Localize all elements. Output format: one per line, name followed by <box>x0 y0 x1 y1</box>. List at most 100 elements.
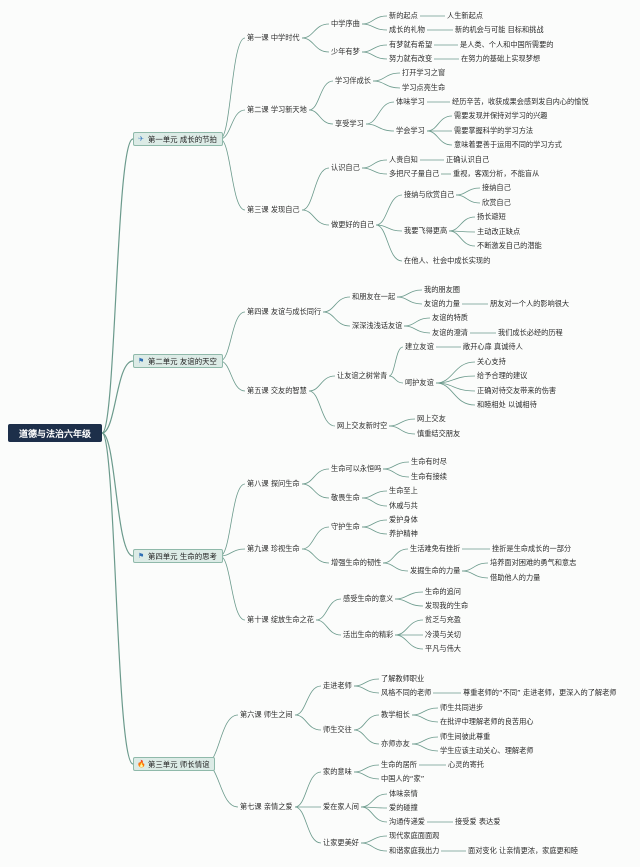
topic-node[interactable]: 守护生命 <box>331 522 360 531</box>
topic-node[interactable]: 做更好的自己 <box>331 220 375 229</box>
topic-node[interactable]: 我要飞得更高 <box>404 226 448 235</box>
topic-node[interactable]: 第七课 亲情之爱 <box>240 802 293 811</box>
topic-node[interactable]: 生命的居所 <box>381 760 417 769</box>
topic-node[interactable]: 接纳自己 <box>482 183 511 192</box>
topic-node[interactable]: 重视，客观分析，不能盲从 <box>453 169 540 178</box>
topic-node[interactable]: 友谊的澄清 <box>432 328 468 337</box>
topic-node[interactable]: 人贵自知 <box>389 155 418 164</box>
topic-node[interactable]: 让家更美好 <box>323 838 359 847</box>
topic-node[interactable]: 挫折是生命成长的一部分 <box>492 544 572 553</box>
topic-node[interactable]: 第八课 探问生命 <box>247 479 300 488</box>
topic-node[interactable]: 多把尺子量自己 <box>389 169 440 178</box>
topic-node[interactable]: 网上交友新时空 <box>337 421 388 430</box>
topic-node[interactable]: 是人类、个人和中国所需要的 <box>460 40 554 49</box>
topic-node[interactable]: 师生交往 <box>323 725 352 734</box>
topic-node[interactable]: 呵护友谊 <box>405 378 434 387</box>
topic-node[interactable]: 让友谊之树常青 <box>337 371 388 380</box>
topic-node[interactable]: 关心支持 <box>477 357 506 366</box>
topic-node[interactable]: 第三课 发现自己 <box>247 205 300 214</box>
topic-node[interactable]: 学会学习 <box>396 126 425 135</box>
topic-node[interactable]: 享受学习 <box>335 119 364 128</box>
topic-node[interactable]: 深深浅浅话友谊 <box>352 321 403 330</box>
topic-node[interactable]: 心灵的寄托 <box>448 760 484 769</box>
topic-node[interactable]: 第二课 学习新天地 <box>247 105 307 114</box>
topic-node[interactable]: 和睦相处 以诚相待 <box>477 400 537 409</box>
topic-node[interactable]: 第四课 友谊与成长同行 <box>247 307 322 316</box>
topic-node[interactable]: 扬长避短 <box>477 212 506 221</box>
topic-node[interactable]: 正确认识自己 <box>446 155 490 164</box>
topic-node[interactable]: 接受爱 表达爱 <box>455 817 501 826</box>
topic-node[interactable]: 需要发现并保持对学习的兴趣 <box>454 111 548 120</box>
unit-4-node[interactable]: ⚑ 第四单元 生命的思考 <box>133 549 223 563</box>
unit-3-node[interactable]: 🔥 第三单元 师长情谊 <box>133 757 216 771</box>
topic-node[interactable]: 在批评中理解老师的良苦用心 <box>440 717 534 726</box>
topic-node[interactable]: 朋友对一个人的影响很大 <box>490 299 570 308</box>
topic-node[interactable]: 给予合理的建议 <box>477 371 528 380</box>
topic-node[interactable]: 慎重结交朋友 <box>417 429 461 438</box>
topic-node[interactable]: 爱护身体 <box>389 515 418 524</box>
topic-node[interactable]: 接纳与欣赏自己 <box>404 190 455 199</box>
unit-1-node[interactable]: ✈ 第一单元 成长的节拍 <box>133 132 223 146</box>
topic-node[interactable]: 和谐家庭我出力 <box>389 846 440 855</box>
topic-node[interactable]: 经历辛苦，收获成果会感到发自内心的愉悦 <box>452 97 589 106</box>
topic-node[interactable]: 生命有接续 <box>411 472 447 481</box>
topic-node[interactable]: 贫乏与充盈 <box>425 615 461 624</box>
topic-node[interactable]: 走进老师 <box>323 681 352 690</box>
topic-node[interactable]: 和朋友在一起 <box>352 292 396 301</box>
topic-node[interactable]: 不断激发自己的潜能 <box>477 241 542 250</box>
topic-node[interactable]: 生命至上 <box>389 486 418 495</box>
topic-node[interactable]: 感受生命的意义 <box>343 594 394 603</box>
topic-node[interactable]: 敞开心扉 真诚待人 <box>463 342 523 351</box>
topic-node[interactable]: 爱的碰撞 <box>389 803 418 812</box>
topic-node[interactable]: 友谊的力量 <box>424 299 460 308</box>
topic-node[interactable]: 爱在家人间 <box>323 802 359 811</box>
topic-node[interactable]: 主动改正缺点 <box>477 227 521 236</box>
topic-node[interactable]: 冷漠与关切 <box>425 630 461 639</box>
topic-node[interactable]: 第九课 珍视生命 <box>247 544 300 553</box>
topic-node[interactable]: 生命有时尽 <box>411 457 447 466</box>
topic-node[interactable]: 新的机会与可能 目标和挑战 <box>455 25 544 34</box>
topic-node[interactable]: 正确对待交友带来的伤害 <box>477 386 557 395</box>
topic-node[interactable]: 在努力的基础上实现梦想 <box>461 54 541 63</box>
topic-node[interactable]: 生命可以永恒吗 <box>331 464 382 473</box>
topic-node[interactable]: 增强生命的韧性 <box>331 558 382 567</box>
topic-node[interactable]: 师生间彼此尊重 <box>440 732 491 741</box>
topic-node[interactable]: 沟通传递爱 <box>389 817 425 826</box>
topic-node[interactable]: 养护精神 <box>389 529 418 538</box>
topic-node[interactable]: 成长的礼物 <box>389 25 425 34</box>
topic-node[interactable]: 学习点亮生命 <box>402 83 446 92</box>
topic-node[interactable]: 教学相长 <box>381 710 410 719</box>
topic-node[interactable]: 培养面对困难的勇气和意志 <box>490 558 577 567</box>
topic-node[interactable]: 网上交友 <box>417 414 446 423</box>
topic-node[interactable]: 亦师亦友 <box>381 739 410 748</box>
topic-node[interactable]: 新的起点 <box>389 11 418 20</box>
topic-node[interactable]: 我们成长必经的历程 <box>498 328 563 337</box>
topic-node[interactable]: 风格不同的老师 <box>381 688 432 697</box>
topic-node[interactable]: 需要掌握科学的学习方法 <box>454 126 534 135</box>
topic-node[interactable]: 借助他人的力量 <box>490 573 541 582</box>
topic-node[interactable]: 我的朋友圈 <box>424 285 460 294</box>
topic-node[interactable]: 第五课 交友的智慧 <box>247 386 307 395</box>
topic-node[interactable]: 生活难免有挫折 <box>410 544 461 553</box>
topic-node[interactable]: 欣赏自己 <box>482 198 511 207</box>
topic-node[interactable]: 敬畏生命 <box>331 493 360 502</box>
root-topic[interactable]: 道德与法治六年级 <box>8 424 102 442</box>
topic-node[interactable]: 面对变化 让亲情更浓，家庭更和睦 <box>468 846 579 855</box>
topic-node[interactable]: 师生共同进步 <box>440 703 484 712</box>
topic-node[interactable]: 中国人的“家” <box>381 774 425 783</box>
unit-2-node[interactable]: ⚑ 第二单元 友谊的天空 <box>133 354 223 368</box>
topic-node[interactable]: 现代家庭面面观 <box>389 831 440 840</box>
topic-node[interactable]: 发现我的生命 <box>425 601 469 610</box>
topic-node[interactable]: 休戚与共 <box>389 501 418 510</box>
topic-node[interactable]: 了解教师职业 <box>381 674 425 683</box>
topic-node[interactable]: 人生新起点 <box>447 11 483 20</box>
topic-node[interactable]: 努力就有改变 <box>389 54 433 63</box>
topic-node[interactable]: 中学序曲 <box>331 19 360 28</box>
topic-node[interactable]: 学习伴成长 <box>335 76 371 85</box>
topic-node[interactable]: 少年有梦 <box>331 47 360 56</box>
topic-node[interactable]: 发掘生命的力量 <box>410 566 461 575</box>
topic-node[interactable]: 尊重老师的“不同” 走进老师，更深入的了解老师 <box>463 688 617 697</box>
topic-node[interactable]: 体味学习 <box>396 97 425 106</box>
topic-node[interactable]: 第一课 中学时代 <box>247 33 300 42</box>
topic-node[interactable]: 在他人、社会中成长实现的 <box>404 256 491 265</box>
